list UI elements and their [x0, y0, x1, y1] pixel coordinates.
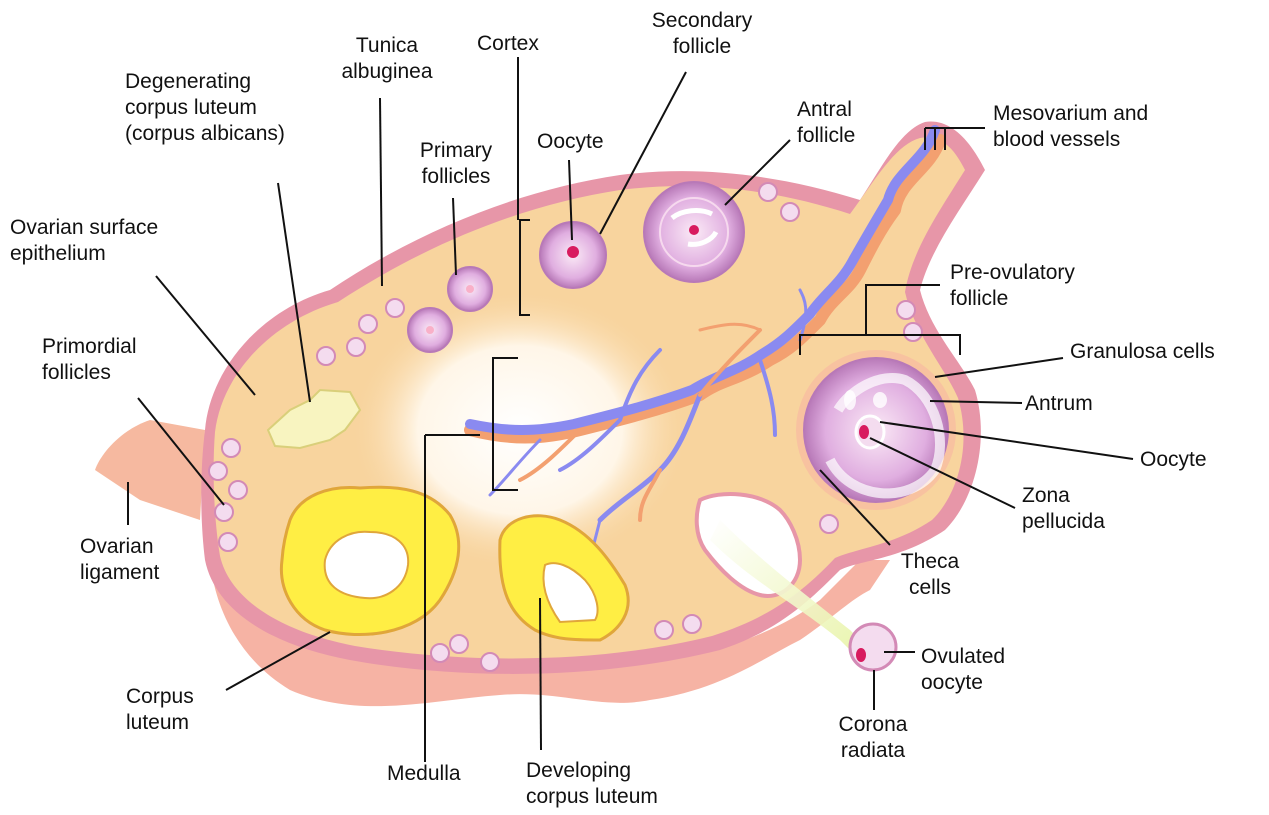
ovarian-ligament-shape: [95, 420, 205, 520]
label-ovarian-surface-epithelium: Ovarian surface epithelium: [10, 215, 158, 267]
label-cortex: Cortex: [477, 31, 539, 57]
label-antral-follicle: Antral follicle: [797, 97, 855, 149]
label-corpus-luteum: Corpus luteum: [126, 684, 194, 736]
label-theca-cells: Theca cells: [880, 549, 980, 601]
label-zona-pellucida: Zona pellucida: [1022, 483, 1105, 535]
label-antrum: Antrum: [1025, 391, 1093, 417]
label-ovulated-oocyte: Ovulated oocyte: [921, 644, 1005, 696]
label-medulla: Medulla: [387, 761, 461, 787]
label-oocyte-top: Oocyte: [537, 129, 604, 155]
label-primordial-follicles: Primordial follicles: [42, 334, 137, 386]
antral-follicle: [644, 182, 744, 282]
label-tunica-albuginea: Tunica albuginea: [327, 33, 447, 85]
label-oocyte-right: Oocyte: [1140, 447, 1207, 473]
label-mesovarium: Mesovarium and blood vessels: [993, 101, 1148, 153]
ovulated-oocyte-shape: [850, 624, 896, 670]
label-ovarian-ligament: Ovarian ligament: [80, 534, 159, 586]
label-corona-radiata: Corona radiata: [823, 712, 923, 764]
label-developing-corpus-luteum: Developing corpus luteum: [526, 758, 658, 810]
secondary-follicle: [540, 222, 606, 288]
label-pre-ovulatory-follicle: Pre-ovulatory follicle: [950, 260, 1075, 312]
label-primary-follicles: Primary follicles: [396, 138, 516, 190]
label-secondary-follicle: Secondary follicle: [642, 8, 762, 60]
label-granulosa-cells: Granulosa cells: [1070, 339, 1215, 365]
label-degenerating-corpus-luteum: Degenerating corpus luteum (corpus albic…: [125, 69, 285, 147]
